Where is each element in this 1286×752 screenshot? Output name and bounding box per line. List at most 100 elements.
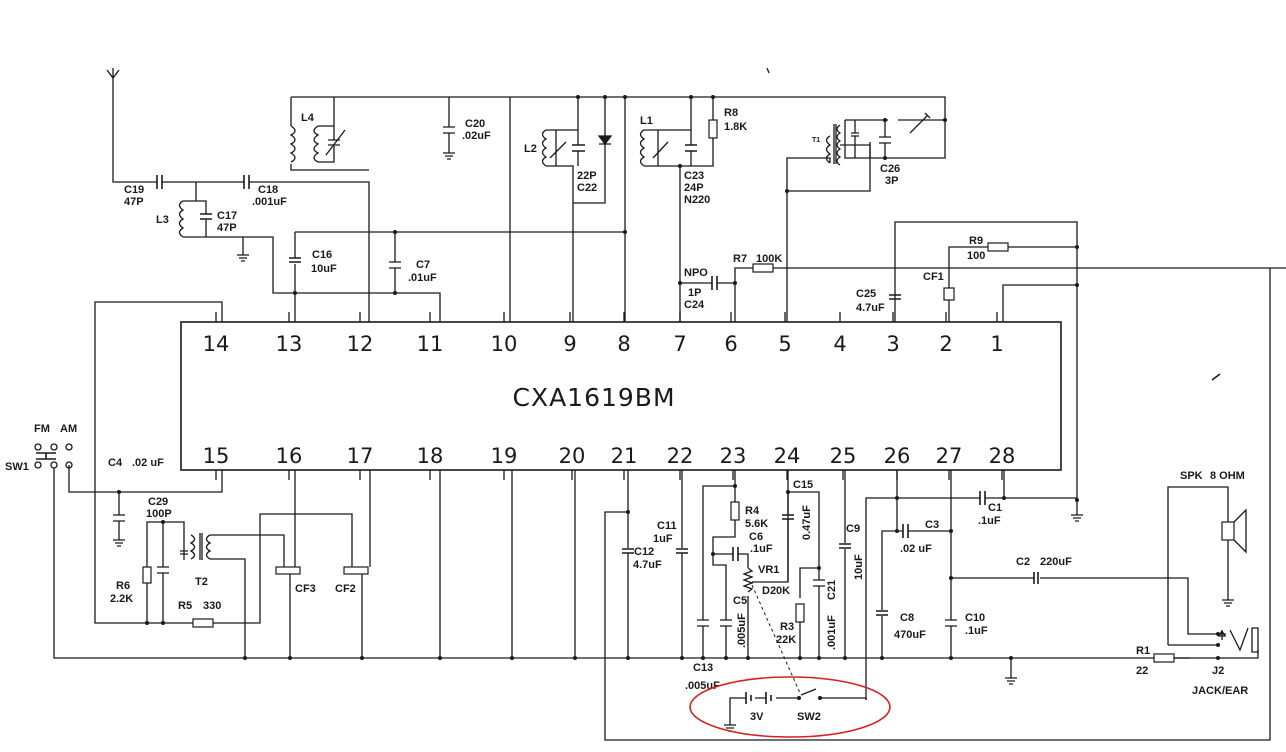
c10-ref: C10 — [965, 612, 985, 624]
ground-icon — [237, 237, 249, 262]
c16-value: 10uF — [311, 263, 337, 275]
c9-ref: C9 — [846, 523, 860, 535]
c7-value: .01uF — [408, 272, 437, 284]
r4-symbol — [730, 501, 740, 521]
speaker-jack-section: SPK 8 OHM R1 22 J2 JACK/EAR — [1136, 470, 1259, 697]
ic-pin-label: 23 — [720, 444, 747, 468]
t2-ref: T2 — [195, 576, 208, 588]
speaker-icon — [1221, 521, 1235, 541]
c1-value: .1uF — [978, 515, 1001, 527]
r7-symbol — [752, 263, 774, 273]
highlight-ellipse — [689, 676, 891, 738]
c9-value: 10uF — [853, 554, 865, 580]
c13-ref: C13 — [693, 662, 713, 674]
battery-switch-section: 3V SW2 — [689, 676, 891, 738]
c6-symbol — [732, 547, 739, 561]
l2-section: L2 22P C22 — [524, 95, 627, 322]
c8-value: 470uF — [894, 629, 926, 641]
cf2-symbol — [343, 566, 369, 575]
spk-value: 8 OHM — [1210, 470, 1245, 482]
ic-pin-label: 18 — [417, 444, 444, 468]
r6-ref: R6 — [116, 580, 130, 592]
output-section: C1 .1uF C3 .02 uF C2 220uF C8 470uF C10 … — [865, 470, 1218, 700]
ic-pin-label: 14 — [203, 332, 230, 356]
t1-secondary — [836, 124, 842, 166]
cf1-ref: CF1 — [923, 271, 944, 283]
ic-name: CXA1619BM — [512, 383, 675, 412]
r3-value: 22K — [776, 634, 796, 646]
cf2-ref: CF2 — [335, 583, 356, 595]
c15-symbol — [782, 514, 794, 520]
ic-pin-label: 17 — [347, 444, 374, 468]
l1-section: L1 R8 1.8K C23 24P N220 — [639, 95, 747, 322]
c19-ref: C19 — [124, 184, 144, 196]
c22-symbol — [572, 144, 585, 152]
cf3-ref: CF3 — [295, 583, 316, 595]
r6-symbol — [142, 566, 152, 584]
cf3-symbol — [275, 566, 301, 575]
c25-value: 4.7uF — [856, 302, 885, 314]
c24-dielectric: NPO — [684, 267, 708, 279]
sw1-am-label: AM — [60, 423, 77, 435]
c23-tc: N220 — [684, 194, 710, 206]
c24-value: 1P — [688, 287, 701, 299]
c10-value: .1uF — [965, 625, 988, 637]
ic-pin-label: 13 — [276, 332, 303, 356]
c19-value: 47P — [124, 196, 144, 208]
ic-pin-label: 6 — [724, 332, 737, 356]
jack-icon — [1217, 627, 1259, 653]
c17-ref: C17 — [217, 210, 237, 222]
vr1-ref: VR1 — [758, 564, 779, 576]
c20-value: .02uF — [462, 130, 491, 142]
r9-ref: R9 — [969, 235, 983, 247]
c4-value: .02 uF — [132, 457, 164, 469]
c1-symbol — [979, 491, 986, 505]
ic-pin-label: 26 — [884, 444, 911, 468]
r1-ref: R1 — [1136, 645, 1150, 657]
c2-ref: C2 — [1016, 556, 1030, 568]
ic-pin-label: 9 — [563, 332, 576, 356]
right-top-section: C25 4.7uF CF1 R9 100 — [604, 221, 1271, 741]
c16-symbol — [289, 257, 301, 263]
c11-ref: C11 — [657, 520, 677, 532]
vr1-symbol — [742, 567, 754, 593]
c8-symbol — [876, 610, 888, 616]
left-section: C4 .02 uF FM AM SW1 — [5, 301, 1190, 659]
c12-symbol — [622, 548, 634, 554]
ic-pin-label: 15 — [203, 444, 230, 468]
if-filter-section: C29 100P T2 R6 2.2K R5 330 CF3 CF2 — [110, 470, 577, 660]
r9-symbol — [987, 242, 1009, 252]
c13-value: .005uF — [685, 680, 720, 692]
c21-value: .001uF — [826, 615, 838, 650]
ground-icon — [1005, 658, 1017, 685]
c22-ref: C22 — [577, 182, 597, 194]
c24-symbol — [711, 276, 718, 290]
c29-value: 100P — [146, 508, 172, 520]
r5-ref: R5 — [178, 600, 192, 612]
c23-symbol — [685, 144, 697, 152]
ic-pin-label: 27 — [936, 444, 963, 468]
c22-value: 22P — [577, 170, 597, 182]
sw2-ref: SW2 — [797, 711, 821, 723]
t1-section: T1 C26 3P — [785, 112, 947, 322]
c11-value: 1uF — [653, 533, 673, 545]
l2-ref: L2 — [524, 143, 537, 155]
c18-ref: C18 — [258, 184, 278, 196]
r1-value: 22 — [1136, 665, 1148, 677]
ic-pin-label: 12 — [347, 332, 374, 356]
c6-value: .1uF — [750, 543, 773, 555]
c25-ref: C25 — [856, 288, 876, 300]
ic-pin-label: 20 — [559, 444, 586, 468]
c26-ref: C26 — [880, 163, 900, 175]
audio-section: C12 4.7uF C11 1uF R4 5.6K C6 .1uF VR1 D2… — [622, 470, 865, 694]
ic-pin-label: 7 — [673, 332, 686, 356]
r8-symbol — [708, 119, 718, 139]
t2-primary — [189, 534, 196, 560]
sw1-ref: SW1 — [5, 461, 29, 473]
c20-ref: C20 — [465, 118, 485, 130]
c2-value: 220uF — [1040, 556, 1072, 568]
c6-ref: C6 — [749, 531, 763, 543]
c20-symbol — [443, 97, 455, 160]
